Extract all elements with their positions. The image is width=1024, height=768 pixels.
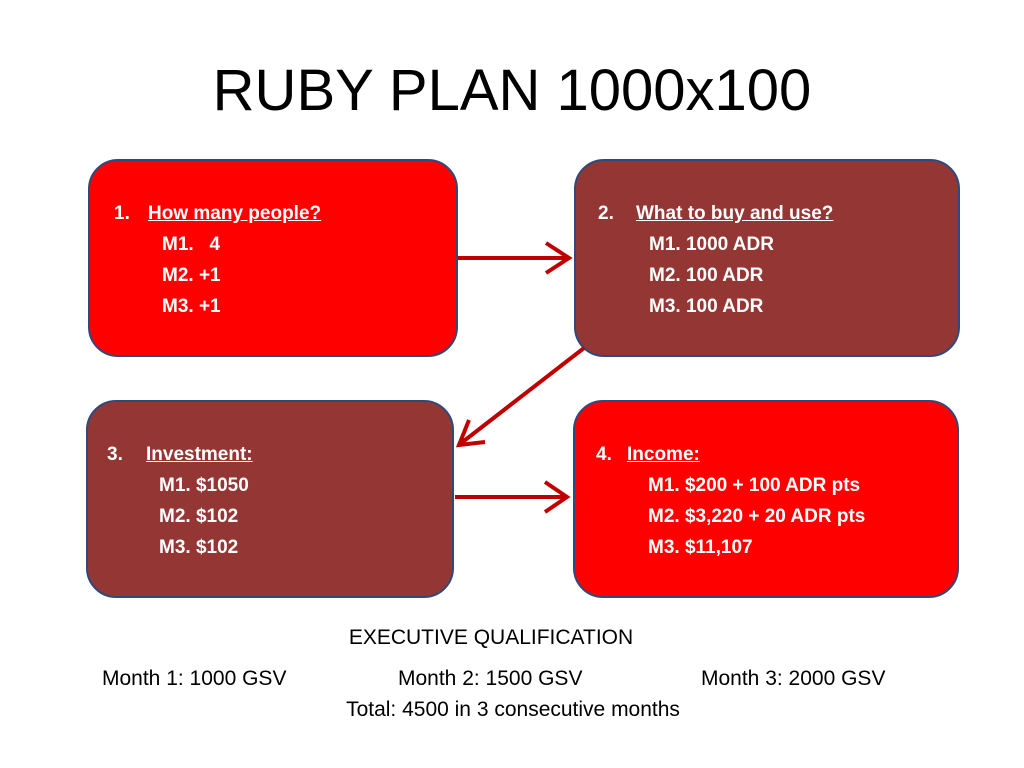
arrow-box2-to-box3 bbox=[455, 346, 586, 448]
month-2-requirement: Month 2: 1500 GSV bbox=[398, 667, 583, 690]
box-item: M3. $102 bbox=[159, 537, 239, 558]
slide-title: RUBY PLAN 1000x100 bbox=[212, 58, 812, 123]
box-income: 4. Income: M1. $200 + 100 ADR pts M2. $3… bbox=[573, 400, 959, 598]
box-number: 1. bbox=[114, 203, 130, 224]
box-item: M3. 100 ADR bbox=[649, 296, 764, 317]
total-requirement: Total: 4500 in 3 consecutive months bbox=[346, 698, 680, 721]
box-item: M1. $200 + 100 ADR pts bbox=[648, 475, 861, 496]
box-item: M3. $11,107 bbox=[648, 537, 753, 558]
arrow-box1-to-box2 bbox=[458, 241, 573, 275]
box-item: M2. 100 ADR bbox=[649, 265, 764, 286]
box-item: M1. 4 bbox=[162, 234, 221, 255]
box-number: 2. bbox=[598, 203, 614, 224]
box-heading: How many people? bbox=[148, 203, 322, 224]
box-number: 3. bbox=[107, 444, 123, 465]
box-investment: 3. Investment: M1. $1050 M2. $102 M3. $1… bbox=[86, 400, 454, 598]
box-heading: What to buy and use? bbox=[636, 203, 834, 224]
executive-qualification-title: EXECUTIVE QUALIFICATION bbox=[348, 626, 634, 649]
box-heading: Investment: bbox=[146, 444, 253, 465]
month-1-requirement: Month 1: 1000 GSV bbox=[102, 667, 287, 690]
box-item: M1. 1000 ADR bbox=[649, 234, 774, 255]
box-heading: Income: bbox=[627, 444, 700, 465]
box-item: M2. $102 bbox=[159, 506, 239, 527]
month-3-requirement: Month 3: 2000 GSV bbox=[701, 667, 886, 690]
box-item: M2. +1 bbox=[162, 265, 221, 286]
arrow-box3-to-box4 bbox=[455, 480, 571, 514]
box-how-many-people: 1. How many people? M1. 4 M2. +1 M3. +1 bbox=[88, 159, 458, 357]
box-what-to-buy: 2. What to buy and use? M1. 1000 ADR M2.… bbox=[574, 159, 960, 357]
box-number: 4. bbox=[596, 444, 612, 465]
box-item: M3. +1 bbox=[162, 296, 221, 317]
box-item: M1. $1050 bbox=[159, 475, 249, 496]
box-item: M2. $3,220 + 20 ADR pts bbox=[648, 506, 866, 527]
